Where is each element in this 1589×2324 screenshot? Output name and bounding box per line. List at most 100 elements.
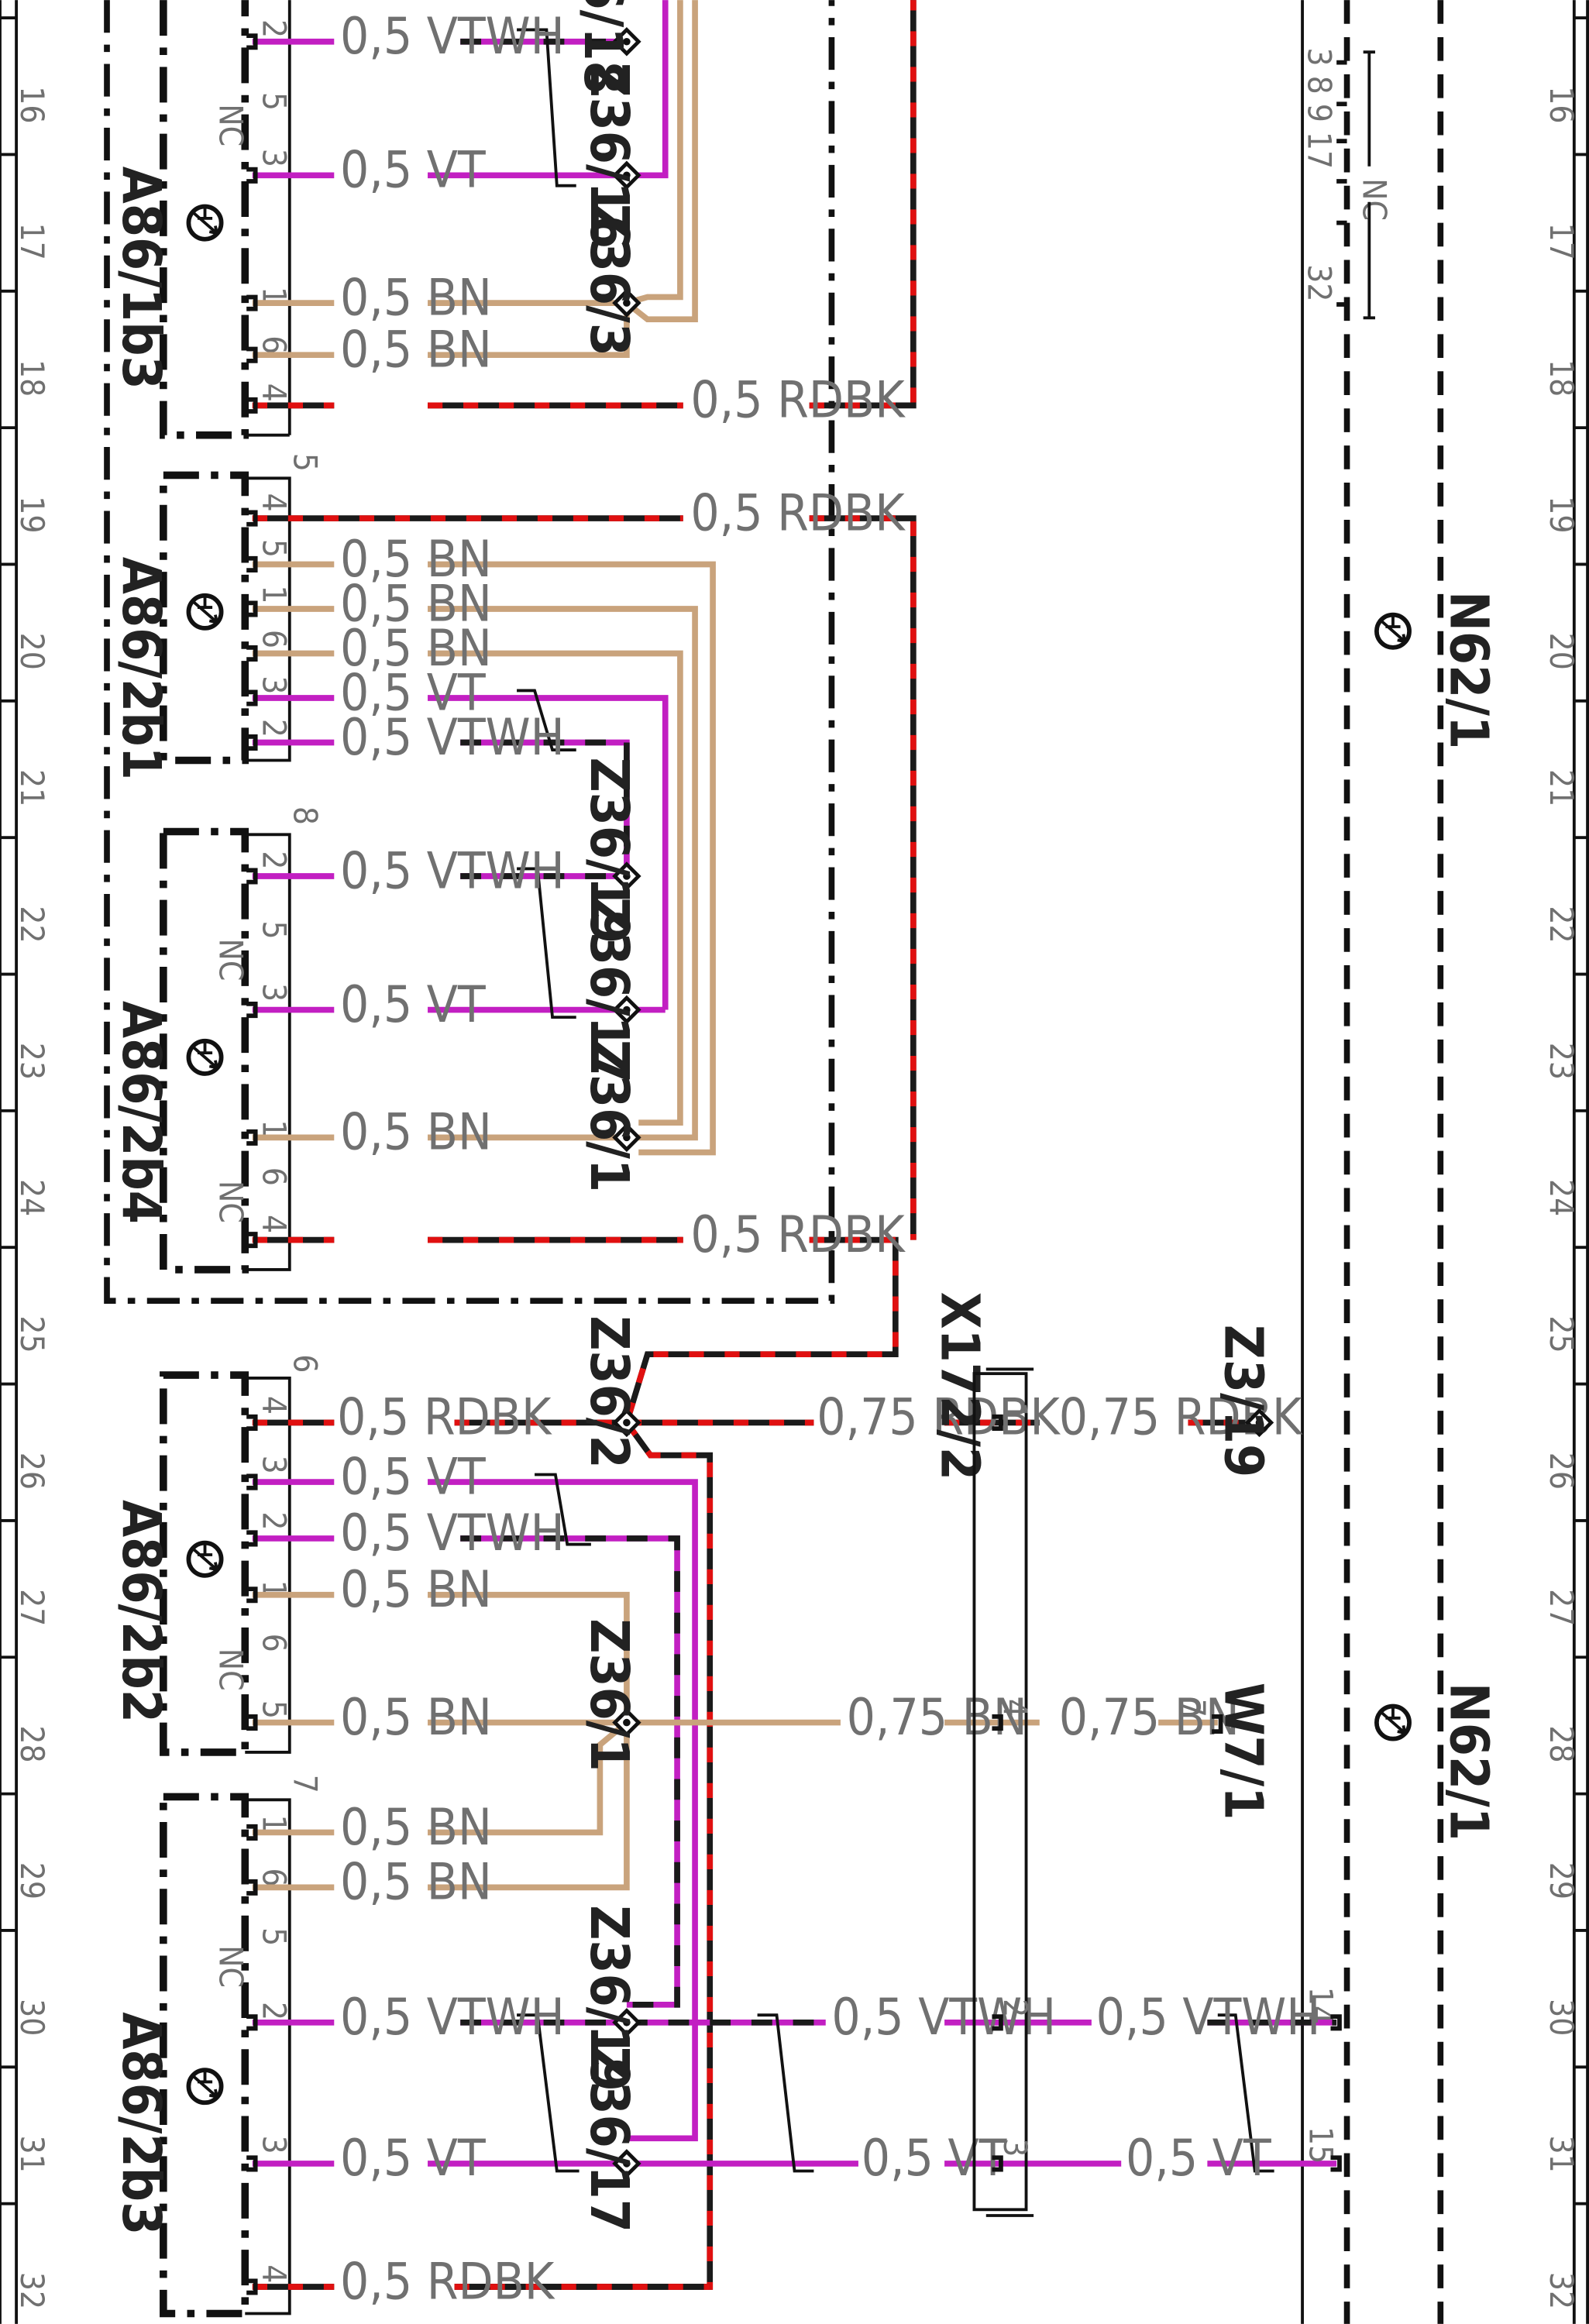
x172-2-connector: 1 4 2 3 7 14 15: [972, 1367, 1340, 2217]
grid-number: 31: [13, 2135, 51, 2172]
n62-1-label-top: N62/1: [1438, 591, 1500, 749]
grid-number: 26: [1543, 1452, 1580, 1490]
grid-number: 30: [13, 1999, 51, 2036]
ultrasonic-sensor-icon: [186, 593, 224, 631]
grid-number: 17: [13, 223, 51, 260]
wire-label: 0,5 VT: [340, 2130, 487, 2188]
splice-label: Z36/3: [578, 204, 640, 356]
box-number: 8: [287, 806, 325, 825]
grid-number: 27: [1543, 1589, 1580, 1626]
wire-label: 0,5 VT: [1126, 2130, 1272, 2188]
component-label: X172/2: [928, 1292, 990, 1480]
pin-number: 6: [255, 335, 293, 354]
pin-terminal: [246, 510, 258, 527]
grid-number: 26: [13, 1452, 51, 1490]
pin-terminal: [1330, 2014, 1342, 2031]
sensor-label: A86/2b1: [110, 557, 172, 780]
pin-number: 4: [255, 493, 293, 511]
pin-number: 7: [1175, 1699, 1212, 1717]
grid-number: 21: [13, 769, 51, 806]
splice-diamond-icon: [612, 288, 641, 318]
pin-number: 5: [255, 921, 293, 940]
pin-terminal: [246, 346, 258, 363]
nc-label: NC: [212, 1181, 250, 1223]
pin-terminal: [246, 1473, 258, 1490]
grid-number: 27: [13, 1589, 51, 1626]
splice-diamond-icon: [612, 861, 641, 891]
grid-number: 25: [1543, 1315, 1580, 1353]
grid-number: 19: [1543, 496, 1580, 533]
sensor-label: A86/2b3: [110, 2012, 172, 2235]
splice-diamond-icon: [612, 1707, 641, 1738]
pin-terminal: [246, 167, 258, 184]
grid-number: 23: [13, 1043, 51, 1080]
splice-diamond-icon: [1244, 1408, 1274, 1438]
n62-1-label-bottom: N62/1: [1438, 1683, 1500, 1841]
wire-label: 0,5 RDBK: [337, 1389, 552, 1447]
pin-terminal: [246, 2014, 258, 2031]
wire-label: 0,5 VTWH: [340, 842, 565, 900]
pin-number: 5: [255, 1700, 293, 1719]
grid-number: 30: [1543, 1999, 1580, 2036]
ultrasonic-sensor-icon: [186, 1038, 224, 1076]
n62-pin-range: 32: [1301, 264, 1339, 301]
splice-diamond-icon: [612, 2149, 641, 2178]
pin-terminal: [246, 1129, 258, 1146]
pin-terminal: [246, 1824, 258, 1841]
pin-terminal: [246, 555, 258, 573]
grid-number: 29: [13, 1862, 51, 1899]
grid-number: 20: [13, 633, 51, 670]
pin-number: 5: [255, 92, 293, 111]
ultrasonic-sensor-icon: [1374, 612, 1412, 650]
wire-label: 0,5 VT: [862, 2130, 1008, 2188]
pin-terminal: [246, 2155, 258, 2172]
pin-terminal: [246, 1587, 258, 1604]
grid-numbers-right: 16 17 18 19 20 21 22 23 24 25 26 27 28 2…: [1543, 86, 1580, 2309]
pin-terminal: [246, 1001, 258, 1019]
wire-label: 0,5 BN: [340, 620, 492, 678]
n62-pin-list: 3 8 9 17: [1301, 47, 1339, 169]
splice-label: Z36/17: [578, 897, 640, 1083]
pin-terminal: [246, 397, 258, 414]
wire-label: 0,5 VT: [340, 976, 487, 1034]
pin-number: 4: [255, 2264, 293, 2283]
nc-label: NC: [212, 104, 250, 146]
pin-number: 3: [255, 676, 293, 694]
wires: [252, 0, 1337, 2290]
pin-terminal: [246, 294, 258, 311]
sensor-a86-2b2: 6 A86/2b2 NC 4 3 2 1 6 5: [110, 1354, 325, 1756]
sensor-label: A86/1b3: [110, 167, 172, 390]
wire-label: 0,5 VT: [340, 664, 487, 722]
splice-diamond-icon: [612, 995, 641, 1025]
nc-bracket-ends: [1363, 50, 1375, 320]
pin-number: 6: [255, 1868, 293, 1886]
nc-label: NC: [212, 1648, 250, 1691]
component-label: W7/1: [1212, 1683, 1274, 1820]
pin-terminal: [992, 1414, 1003, 1431]
splice-label: Z36/18: [572, 0, 634, 95]
pin-number: 3: [255, 149, 293, 167]
splice-diamond-icon: [612, 1122, 641, 1153]
wire-label: 0,5 BN: [340, 321, 492, 380]
n62-nc-label: NC: [1356, 178, 1394, 221]
wire-label: 0,5 RDBK: [690, 484, 906, 542]
ultrasonic-sensor-icon: [1374, 1703, 1412, 1741]
pin-number: 5: [255, 1927, 293, 1946]
grid-number: 29: [1543, 1862, 1580, 1899]
grid-number: 24: [1543, 1179, 1580, 1216]
wire-label: 0,5 BN: [340, 1799, 492, 1857]
pin-terminal: [246, 1414, 258, 1431]
splice-diamond-icon: [612, 160, 641, 190]
wire-label: 0,5 BN: [340, 1854, 492, 1912]
pin-number: 4: [255, 1215, 293, 1233]
splice-label: Z36/1: [578, 1618, 640, 1771]
wire-label: 0,5 RDBK: [340, 2253, 555, 2311]
pin-number: 5: [255, 539, 293, 558]
pin-terminal: [246, 645, 258, 662]
pin-number: 2: [255, 2002, 293, 2020]
sensor-a86-2b1: 5 A86/2b1 4 5 1 6 3 2: [110, 453, 324, 780]
sensor-a86-2b4: 8 A86/2b4 NC NC 2 5 3 1 6 4: [110, 806, 325, 1274]
pin-number: 2: [255, 851, 293, 869]
wire-label: 0,5 VT: [340, 1448, 487, 1506]
